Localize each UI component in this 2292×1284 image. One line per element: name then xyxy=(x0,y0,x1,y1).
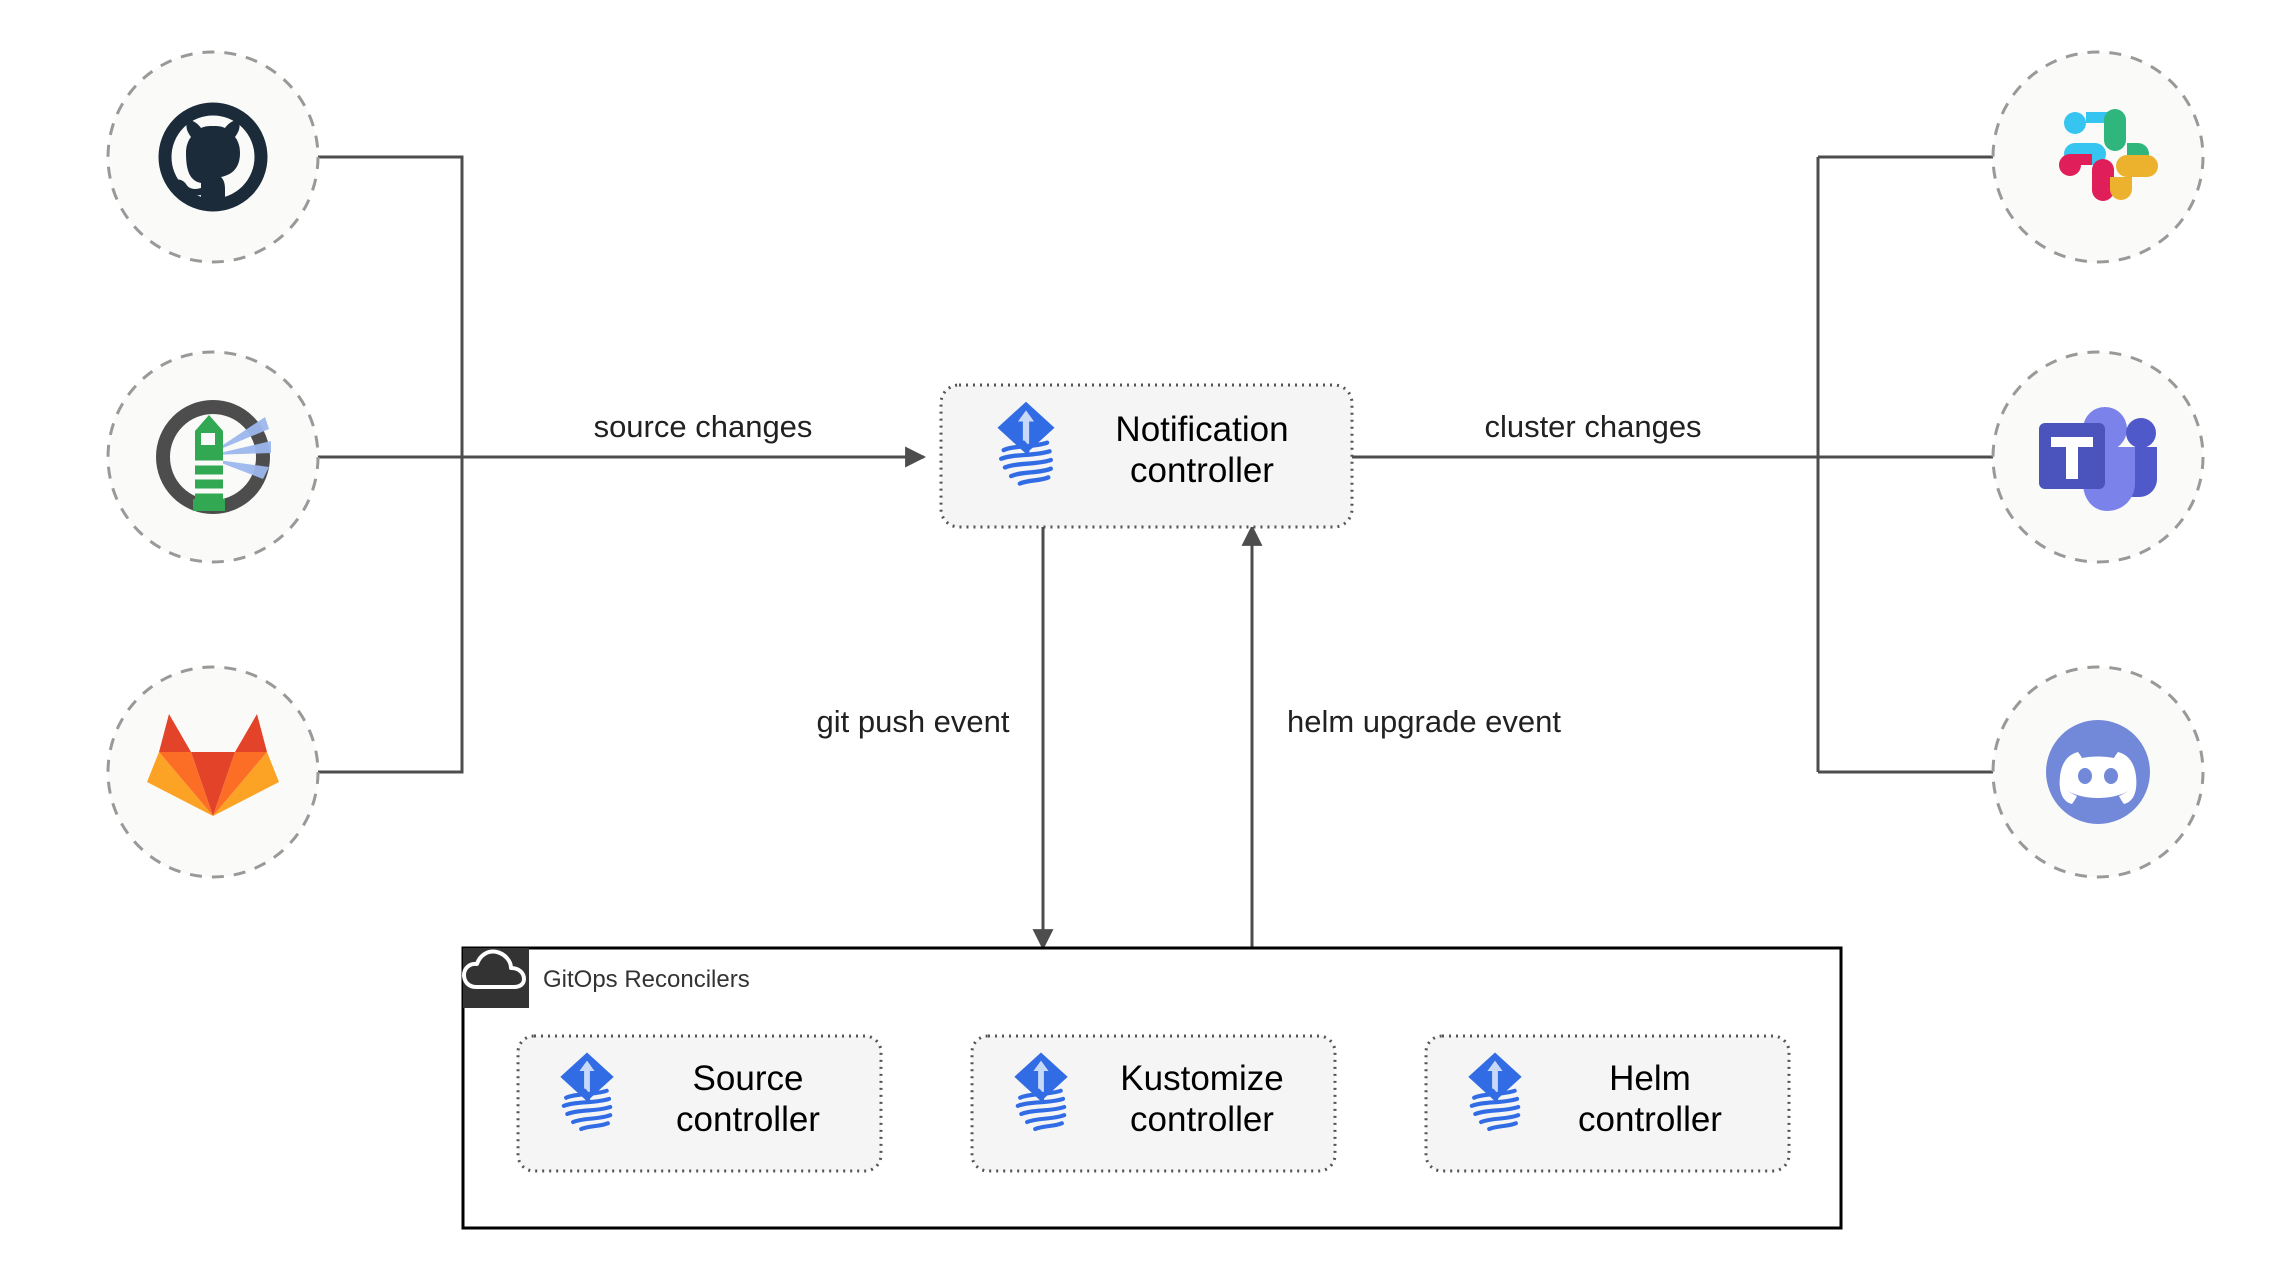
notification-controller-label-line1: Notification xyxy=(1115,410,1288,449)
edge-layer: source changes cluster changes git push … xyxy=(219,146,2063,1114)
helm-controller-box[interactable] xyxy=(1424,1034,1791,1173)
node-kustomize-controller[interactable]: Kustomize controller xyxy=(970,1034,1337,1173)
discord-icon xyxy=(2046,720,2150,824)
source-controller-label-line1: Source xyxy=(693,1059,804,1098)
source-controller-box[interactable] xyxy=(516,1034,883,1173)
source-controller-label-line2: controller xyxy=(676,1100,820,1139)
node-source-controller[interactable]: Source controller xyxy=(516,1034,883,1173)
node-helm-controller[interactable]: Helm controller xyxy=(1424,1034,1791,1173)
destination-node-slack[interactable] xyxy=(1991,50,2205,264)
destination-node-teams[interactable] xyxy=(1991,350,2205,564)
source-nodes xyxy=(106,50,320,879)
edge-notification-to-destinations xyxy=(1352,146,2063,783)
edge-label-helm-upgrade-event: helm upgrade event xyxy=(1287,704,1561,739)
source-node-flux[interactable] xyxy=(106,350,320,564)
destination-node-discord[interactable] xyxy=(1991,665,2205,879)
kustomize-controller-box[interactable] xyxy=(970,1034,1337,1173)
edge-label-source-changes: source changes xyxy=(594,409,813,444)
gitops-group-header-badge xyxy=(463,948,529,1008)
gitops-group-label: GitOps Reconcilers xyxy=(543,966,750,993)
destination-nodes xyxy=(1991,50,2205,879)
kustomize-controller-label-line1: Kustomize xyxy=(1120,1059,1283,1098)
kustomize-controller-label-line2: controller xyxy=(1130,1100,1274,1139)
edge-label-git-push-event: git push event xyxy=(816,704,1009,739)
helm-controller-label-line1: Helm xyxy=(1609,1059,1691,1098)
edge-label-cluster-changes: cluster changes xyxy=(1484,409,1701,444)
source-node-gitlab[interactable] xyxy=(106,665,320,879)
notification-controller-label-line2: controller xyxy=(1130,451,1274,490)
source-node-github[interactable] xyxy=(106,50,320,264)
helm-controller-label-line2: controller xyxy=(1578,1100,1722,1139)
edge-sources-to-notification xyxy=(219,155,927,774)
node-notification-controller[interactable]: Notification controller xyxy=(939,383,1354,529)
